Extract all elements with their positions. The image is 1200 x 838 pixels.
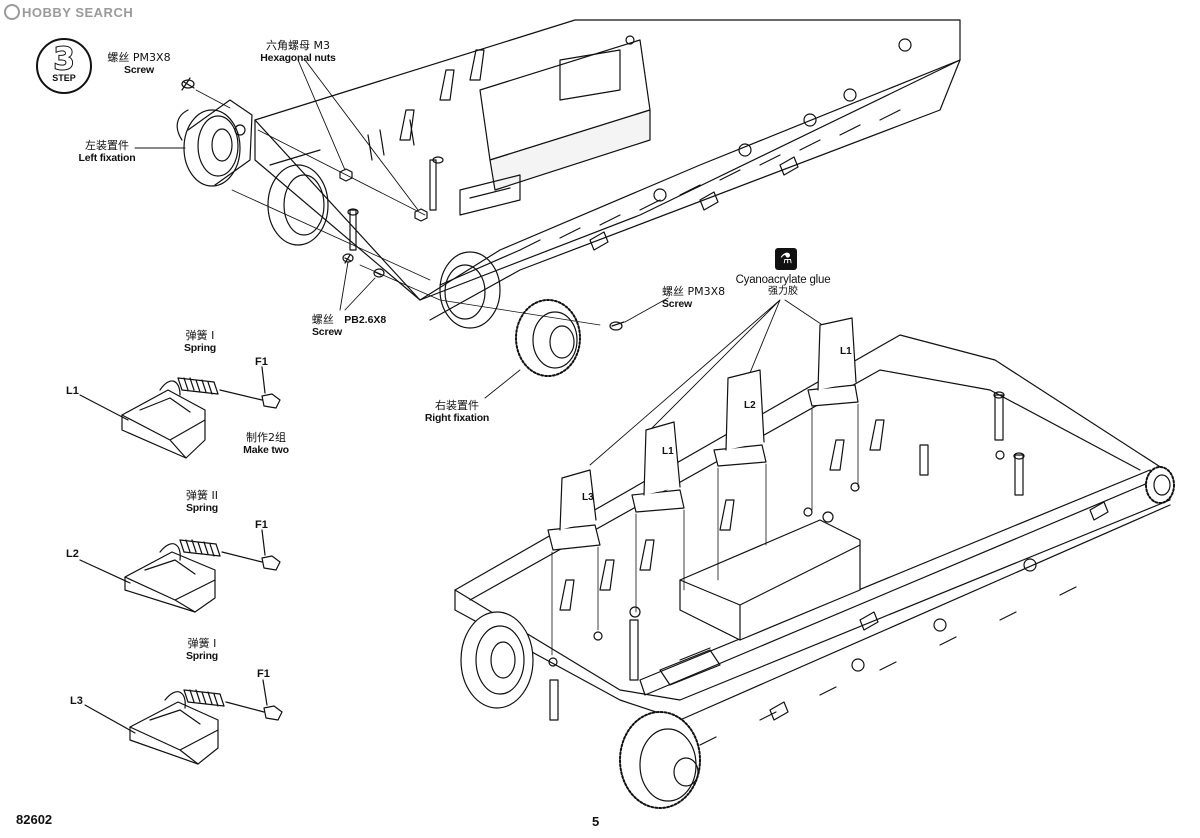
spring-3-label: 弹簧 I Spring xyxy=(185,637,219,663)
spring-2-label: 弹簧 II Spring xyxy=(185,489,219,515)
watermark: HOBBY SEARCH xyxy=(4,4,133,20)
left-fixation-part xyxy=(176,99,253,187)
callout-right-fixation: 右装置件 Right fixation xyxy=(424,399,490,425)
part-label-f1-c: F1 xyxy=(257,668,270,680)
spring-1-label: 弹簧 I Spring xyxy=(183,329,217,355)
callout-glue: Cyanoacrylate glue 强力胶 xyxy=(735,274,831,297)
step-badge: 3 STEP xyxy=(36,38,92,94)
page-number: 5 xyxy=(592,814,600,829)
screw-parts xyxy=(181,77,625,331)
model-code: 82602 xyxy=(16,812,53,827)
part-label-l2: L2 xyxy=(66,548,79,560)
step-number: 3 xyxy=(53,41,76,78)
step-word: STEP xyxy=(52,73,76,83)
callout-screw-pm3x8-top: 螺丝 PM3X8 Screw xyxy=(107,51,171,77)
lower-hull-body xyxy=(454,334,1175,809)
part-label-f1-b: F1 xyxy=(255,519,268,531)
part-label-l3: L3 xyxy=(70,695,83,707)
spring-assembly-3 xyxy=(84,679,283,765)
part-label-f1-a: F1 xyxy=(255,356,268,368)
right-fixation-part xyxy=(439,249,581,377)
glue-bottle-icon: ⚗ xyxy=(775,248,797,270)
installed-housings xyxy=(547,317,859,551)
part-label-l1: L1 xyxy=(66,385,79,397)
installed-label-l2: L2 xyxy=(744,400,756,411)
installed-label-l3: L3 xyxy=(582,492,594,503)
watermark-ring-icon xyxy=(4,4,20,20)
installed-label-l1-b: L1 xyxy=(840,346,852,357)
callout-screw-pb26x8: 螺丝 PB2.6X8 Screw xyxy=(311,313,387,339)
callout-left-fixation: 左装置件 Left fixation xyxy=(78,139,136,165)
installed-label-l1-a: L1 xyxy=(662,446,674,457)
callout-hex-nuts: 六角螺母 M3 Hexagonal nuts xyxy=(260,39,336,65)
callout-screw-pm3x8-right: 螺丝 PM3X8 Screw xyxy=(662,285,726,311)
spring-assembly-2 xyxy=(79,529,281,613)
upper-hull-body xyxy=(254,19,961,321)
spring-assembly-1 xyxy=(79,366,281,459)
make-two-label: 制作2组 Make two xyxy=(243,431,289,457)
